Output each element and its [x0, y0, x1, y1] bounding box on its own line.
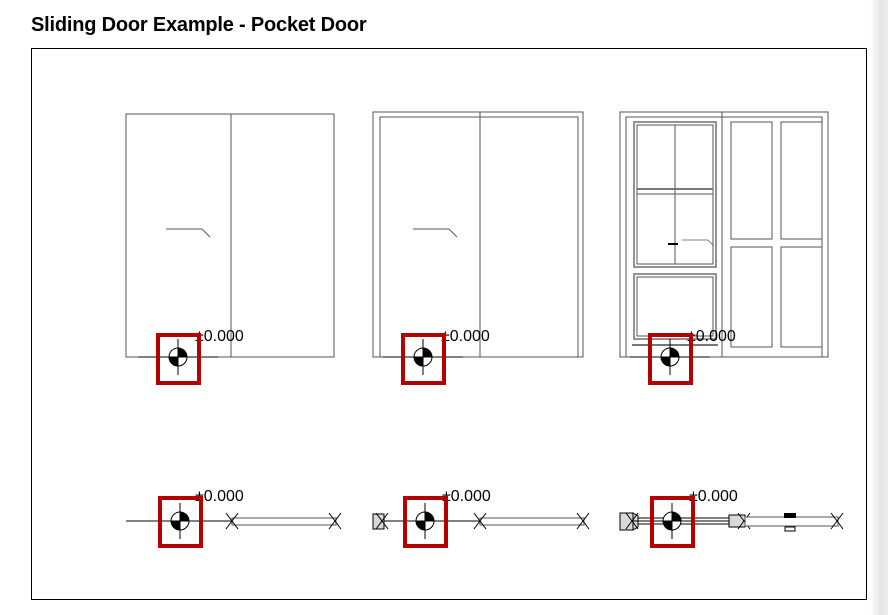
- plan-1[interactable]: ±0.000: [126, 488, 342, 548]
- drawing-viewport[interactable]: ±0.000 ±0.000: [32, 49, 866, 599]
- elevation-1-highlight-box[interactable]: [156, 333, 201, 385]
- right-edge-shadow: [870, 0, 888, 615]
- elevation-2-level-label: ±0.000: [441, 328, 490, 345]
- plan-1-level-datum-symbol: [139, 502, 221, 540]
- plan-3-level-label: ±0.000: [689, 488, 738, 505]
- elevation-1-outline: [125, 113, 335, 358]
- plan-3-door-leaf: [744, 516, 839, 527]
- elevation-1[interactable]: ±0.000: [125, 113, 335, 385]
- elevation-3-fixed-panels: [730, 121, 823, 348]
- plan-3-level-datum-symbol: [631, 502, 713, 540]
- elevation-3-highlight-box[interactable]: [648, 333, 693, 385]
- plan-1-door-leaf: [231, 517, 337, 526]
- elevation-3[interactable]: ±0.000: [619, 111, 829, 385]
- elevation-2-highlight-box[interactable]: [401, 333, 446, 385]
- elevation-1-slide-arrow-icon: [165, 228, 211, 238]
- elevation-2-leaf-outline: [379, 116, 579, 358]
- elevation-3-outer-frame: [619, 111, 829, 358]
- plan-2[interactable]: ±0.000: [372, 488, 590, 548]
- plan-3-handle-lower: [784, 526, 796, 532]
- plan-1-level-label: ±0.000: [195, 488, 244, 505]
- elevation-2-slide-arrow-icon: [412, 228, 458, 238]
- plan-2-level-label: ±0.000: [442, 488, 491, 505]
- page-title: Sliding Door Example - Pocket Door: [31, 14, 367, 36]
- plan-1-highlight-box[interactable]: [158, 496, 203, 548]
- elevation-3-inner-frame: [625, 116, 823, 358]
- plan-3[interactable]: ±0.000: [619, 488, 844, 548]
- elevation-2-outline: [372, 111, 584, 358]
- plan-2-highlight-box[interactable]: [403, 496, 448, 548]
- plan-2-level-datum-symbol: [384, 502, 466, 540]
- plan-3-mid-block: [728, 514, 746, 528]
- elevation-3-level-label: ±0.000: [687, 328, 736, 345]
- elevation-3-glazed-sash: [633, 121, 717, 268]
- plan-3-highlight-box[interactable]: [650, 496, 695, 548]
- plan-3-handle-upper: [784, 513, 796, 518]
- elevation-2[interactable]: ±0.000: [372, 111, 584, 385]
- drawing-canvas[interactable]: ±0.000 ±0.000: [31, 48, 867, 600]
- elevation-3-slide-arrow-icon: [681, 239, 715, 247]
- plan-2-door-leaf: [479, 517, 585, 526]
- elevation-1-level-label: ±0.000: [195, 328, 244, 345]
